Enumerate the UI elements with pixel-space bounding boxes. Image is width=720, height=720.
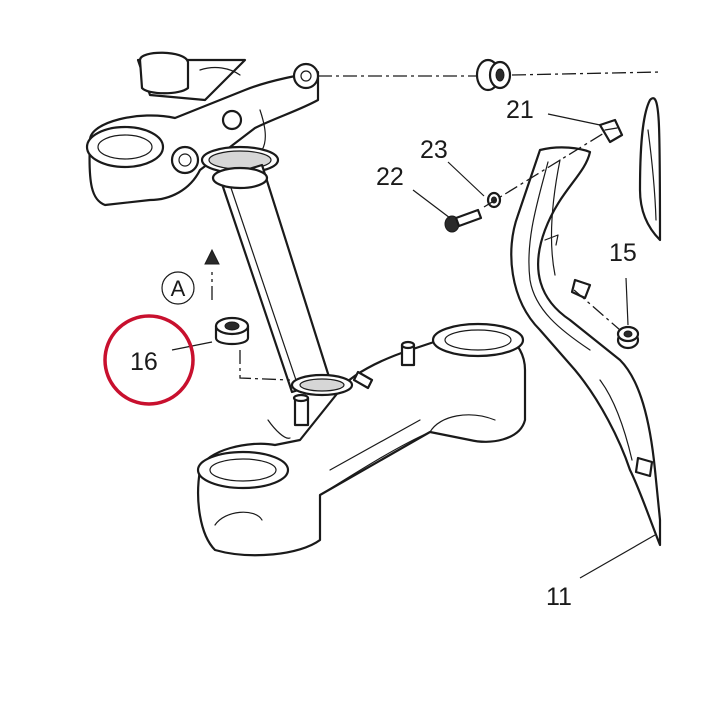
assembly-lines <box>204 71 661 381</box>
view-marker-a: A <box>161 271 195 305</box>
callout-labels: 21 23 22 15 11 16 <box>130 96 637 611</box>
washer-23 <box>486 191 502 209</box>
steering-stem <box>200 145 332 394</box>
screw-22 <box>444 208 483 233</box>
callout-22: 22 <box>376 163 404 191</box>
upper-triple-clamp <box>85 51 320 207</box>
rubber-grommet-15 <box>616 325 640 350</box>
callout-11: 11 <box>546 583 572 611</box>
callout-15: 15 <box>609 239 637 267</box>
highlight-circle <box>103 314 195 406</box>
callout-23: 23 <box>420 136 448 164</box>
callout-21: 21 <box>506 96 534 124</box>
lower-triple-clamp <box>196 322 527 557</box>
view-marker-label: A <box>171 276 186 301</box>
clip-nut-21 <box>598 118 624 144</box>
direction-arrowhead <box>204 248 220 265</box>
leader-lines <box>171 113 656 579</box>
rubber-grommet-16 <box>214 316 250 346</box>
fairing-bracket-11 <box>510 97 662 547</box>
callout-16: 16 <box>130 348 158 376</box>
rubber-grommet-top <box>475 58 512 92</box>
